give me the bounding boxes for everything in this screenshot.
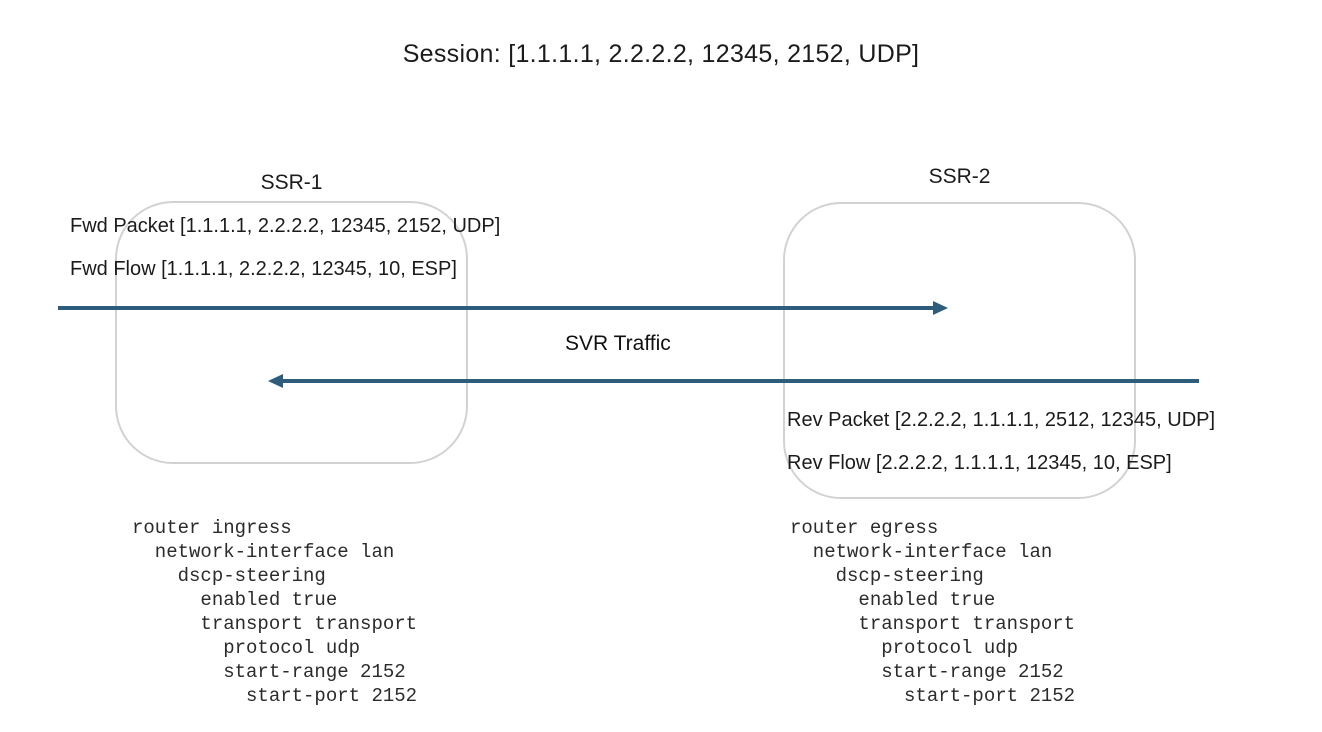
ssr2-label: SSR-2	[928, 165, 991, 188]
page-title: Session: [1.1.1.1, 2.2.2.2, 12345, 2152,…	[402, 40, 920, 68]
ssr1-router-box	[115, 201, 468, 464]
svr-traffic-label: SVR Traffic	[565, 332, 671, 355]
reverse-arrow-line	[281, 379, 1199, 383]
ssr1-label: SSR-1	[260, 171, 323, 194]
fwd-flow-label: Fwd Flow [1.1.1.1, 2.2.2.2, 12345, 10, E…	[70, 258, 457, 280]
reverse-arrowhead-icon	[268, 374, 283, 388]
fwd-packet-label: Fwd Packet [1.1.1.1, 2.2.2.2, 12345, 215…	[70, 215, 501, 237]
ssr1-config-code: router ingress network-interface lan dsc…	[132, 517, 418, 707]
rev-flow-label: Rev Flow [2.2.2.2, 1.1.1.1, 12345, 10, E…	[787, 452, 1172, 474]
ssr2-config-code: router egress network-interface lan dscp…	[790, 517, 1076, 707]
rev-packet-label: Rev Packet [2.2.2.2, 1.1.1.1, 2512, 1234…	[787, 409, 1216, 431]
forward-arrowhead-icon	[933, 301, 948, 315]
forward-arrow-line	[58, 306, 935, 310]
ssr2-router-box	[783, 202, 1136, 499]
